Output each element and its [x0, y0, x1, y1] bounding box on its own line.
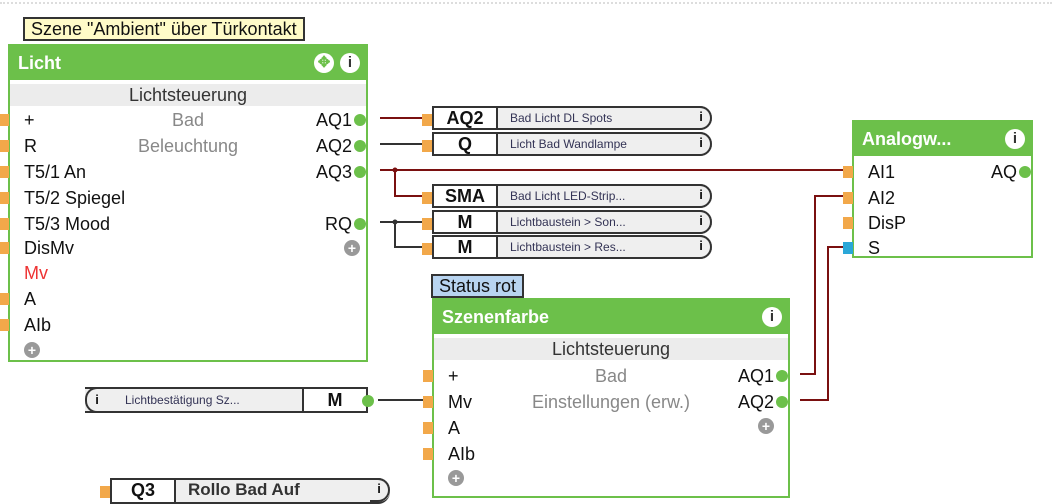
grid-border: [0, 2, 1052, 4]
licht-func: Beleuchtung: [137, 136, 239, 156]
output-aq2[interactable]: AQ2: [316, 134, 366, 158]
szene-type: Lichtsteuerung: [434, 338, 788, 360]
input-a[interactable]: A: [423, 416, 460, 440]
output-aq[interactable]: AQ: [991, 160, 1031, 184]
move-icon[interactable]: ✥: [314, 53, 334, 73]
szene-room: Bad: [594, 366, 628, 386]
input-mv[interactable]: Mv: [24, 263, 48, 283]
add-output-icon[interactable]: +: [344, 240, 360, 256]
szene-func: Einstellungen (erw.): [531, 392, 691, 412]
input-r[interactable]: R: [0, 134, 37, 158]
info-icon[interactable]: i: [1005, 129, 1025, 149]
input-ai1[interactable]: AI1: [843, 160, 895, 184]
input-ref-label: Lichtbestätigung Sz...: [125, 393, 240, 407]
info-icon[interactable]: i: [85, 387, 107, 413]
add-output-icon[interactable]: +: [758, 418, 774, 434]
add-input-icon[interactable]: +: [24, 342, 40, 358]
wire-szene-aq1: [800, 195, 852, 375]
wire-aq3-branch: [394, 170, 432, 197]
input-ref-code: M: [302, 389, 366, 411]
output-aq1[interactable]: AQ1: [316, 108, 366, 132]
input-t51[interactable]: T5/1 An: [0, 160, 86, 184]
licht-comment: Szene "Ambient" über Türkontakt: [23, 17, 305, 41]
input-plus[interactable]: +: [423, 364, 459, 388]
input-dismv[interactable]: DisMv: [0, 236, 74, 260]
input-ref[interactable]: i Lichtbestätigung Sz... M: [85, 387, 374, 413]
analog-title: Analogw...: [862, 129, 952, 149]
info-icon: i: [692, 210, 712, 234]
info-icon: i: [692, 132, 712, 156]
wire-szene-aq2: [800, 246, 852, 401]
output-aq3[interactable]: AQ3: [316, 160, 366, 184]
info-icon: i: [370, 478, 390, 502]
analog-block[interactable]: Analogw... i AI1 AI2 DisP S AQ: [843, 120, 1033, 260]
input-aib[interactable]: AIb: [0, 313, 51, 337]
add-input-icon[interactable]: +: [448, 470, 464, 486]
info-icon[interactable]: i: [340, 53, 360, 73]
output-aq1[interactable]: AQ1: [738, 364, 788, 388]
licht-block[interactable]: Licht ✥ i Lichtsteuerung Bad Beleuchtung…: [0, 44, 368, 362]
input-t53[interactable]: T5/3 Mood: [0, 212, 110, 236]
szene-title: Szenenfarbe: [442, 307, 550, 327]
input-s[interactable]: S: [843, 236, 880, 260]
szene-comment: Status rot: [431, 274, 525, 298]
input-a[interactable]: A: [0, 287, 36, 311]
output-rq[interactable]: RQ: [325, 212, 366, 236]
input-disp[interactable]: DisP: [843, 211, 906, 235]
info-icon: i: [692, 184, 712, 208]
input-plus[interactable]: +: [0, 108, 35, 132]
info-icon[interactable]: i: [762, 307, 782, 327]
licht-room: Bad: [171, 110, 205, 130]
licht-title: Licht: [18, 53, 61, 73]
wire-rq-branch: [394, 222, 432, 248]
input-aib[interactable]: AIb: [423, 442, 475, 466]
input-ai2[interactable]: AI2: [843, 186, 895, 210]
info-icon: i: [692, 106, 712, 130]
input-t52[interactable]: T5/2 Spiegel: [0, 186, 125, 210]
szenenfarbe-block[interactable]: Szenenfarbe i Lichtsteuerung Bad Einstell…: [423, 298, 790, 498]
output-aq2[interactable]: AQ2: [738, 390, 788, 414]
licht-type: Lichtsteuerung: [10, 84, 366, 106]
input-mv[interactable]: Mv: [423, 390, 472, 414]
info-icon: i: [692, 235, 712, 259]
